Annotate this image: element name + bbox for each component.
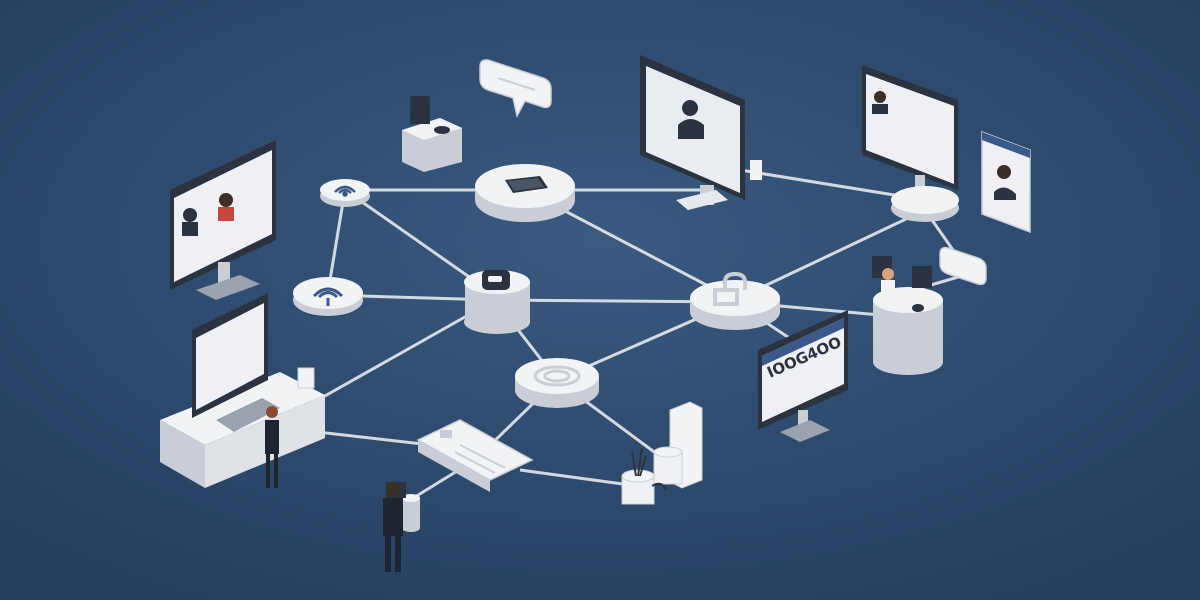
webcam-icon: [434, 126, 450, 134]
phone-icon: [505, 176, 548, 193]
person-icon: [265, 406, 279, 488]
wifi-icon: [334, 185, 356, 197]
monitor-left-top: [170, 140, 276, 300]
monitor-right-lower: IOOG4OO: [758, 310, 848, 442]
webcam-device: [402, 96, 462, 172]
router-icon: [482, 270, 510, 290]
standing-person: [383, 482, 420, 572]
chat-bubble-icon: [479, 59, 552, 119]
desk-station: [160, 293, 325, 488]
person-icon: [881, 268, 895, 296]
person-icon: [678, 100, 704, 139]
server-device: [621, 401, 703, 505]
router-node: [464, 270, 530, 334]
chat-bubble-icon: [939, 246, 987, 286]
wifi-node-middle: [293, 277, 363, 316]
phone-node: [475, 164, 575, 222]
signal-node: [515, 358, 599, 408]
monitor-top-center: [640, 55, 762, 210]
person-icon: [182, 193, 234, 236]
plant-icon: [631, 447, 647, 477]
person-icon: [994, 165, 1016, 200]
wifi-icon: [312, 287, 344, 306]
flat-panel-device: [416, 419, 534, 492]
lock-node: [690, 271, 780, 330]
person-icon: [383, 483, 403, 572]
person-icon: [872, 91, 888, 114]
lock-icon: [713, 271, 747, 306]
reception-station: [872, 256, 943, 375]
profile-card: [981, 130, 1031, 234]
monitor-top-right: [862, 65, 959, 222]
signal-icon: [533, 365, 581, 387]
wifi-node-top: [320, 179, 370, 207]
